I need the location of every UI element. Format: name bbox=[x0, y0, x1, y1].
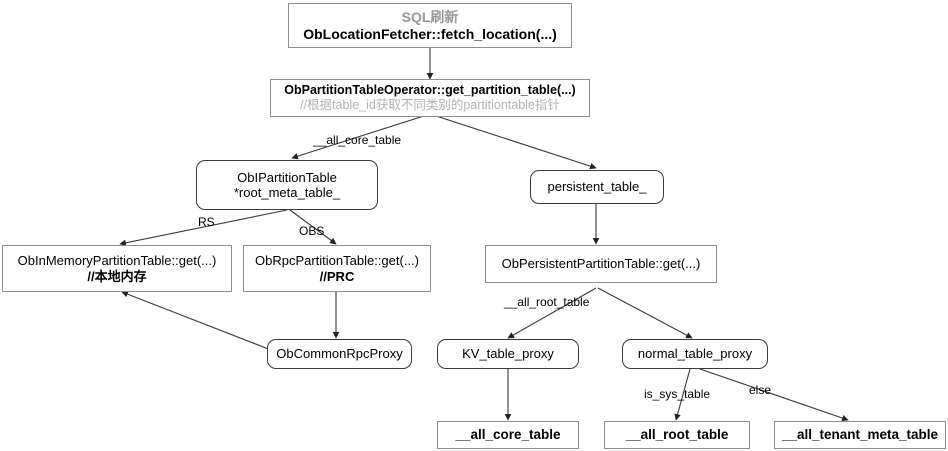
node-all-tenant-meta-table-label: __all_tenant_meta_table bbox=[781, 427, 939, 443]
node-all-root-table[interactable]: __all_root_table bbox=[604, 421, 750, 449]
edge-operator-to-persistent-table bbox=[429, 113, 597, 170]
node-all-core-table-label: __all_core_table bbox=[455, 427, 561, 443]
edge-label-rs: RS bbox=[198, 215, 215, 229]
node-oblocationfetcher[interactable]: SQL刷新 ObLocationFetcher::fetch_location(… bbox=[288, 3, 572, 48]
node-kv-table-proxy[interactable]: KV_table_proxy bbox=[437, 339, 579, 369]
node-obinmemorypartitiontable[interactable]: ObInMemoryPartitionTable::get(...) //本地内… bbox=[2, 245, 232, 292]
node-kv-table-proxy-label: KV_table_proxy bbox=[462, 346, 554, 362]
node-oblocationfetcher-title: SQL刷新 bbox=[401, 8, 459, 25]
node-obpartitiontableoperator-comment: //根据table_id获取不同类别的partitiontable指针 bbox=[300, 98, 560, 112]
node-obpersistentpartitiontable[interactable]: ObPersistentPartitionTable::get(...) bbox=[485, 245, 717, 283]
node-obpartitiontableoperator-func: ObPartitionTableOperator::get_partition_… bbox=[284, 83, 576, 98]
edge-ipartitiontable-to-rpc bbox=[289, 209, 337, 245]
node-obipartitiontable[interactable]: ObIPartitionTable *root_meta_table_ bbox=[196, 160, 378, 210]
edge-commonrpcproxy-to-inmemory bbox=[121, 291, 272, 351]
edge-label-else: else bbox=[749, 383, 772, 397]
node-obinmemorypartitiontable-comment: //本地内存 bbox=[87, 268, 147, 284]
edge-normal-proxy-to-all-tenant-meta-table bbox=[699, 368, 849, 422]
node-all-root-table-label: __all_root_table bbox=[625, 427, 729, 443]
node-obipartitiontable-line2: *root_meta_table_ bbox=[233, 185, 341, 200]
node-obipartitiontable-line1: ObIPartitionTable bbox=[237, 169, 337, 185]
node-persistent-table-label: persistent_table_ bbox=[547, 179, 647, 195]
node-obcommonrpcproxy-label: ObCommonRpcProxy bbox=[276, 346, 403, 362]
node-all-tenant-meta-table[interactable]: __all_tenant_meta_table bbox=[774, 421, 946, 449]
edge-normal-proxy-to-all-root-table bbox=[674, 368, 691, 421]
node-oblocationfetcher-func: ObLocationFetcher::fetch_location(...) bbox=[303, 25, 557, 42]
node-obrpcpartitiontable[interactable]: ObRpcPartitionTable::get(...) //PRC bbox=[243, 245, 431, 292]
edge-persistentpartitiontable-to-kv-proxy bbox=[507, 287, 597, 339]
edge-persistentpartitiontable-to-normal-proxy bbox=[597, 287, 693, 339]
node-obcommonrpcproxy[interactable]: ObCommonRpcProxy bbox=[267, 339, 412, 369]
node-obrpcpartitiontable-comment: //PRC bbox=[319, 268, 355, 284]
edge-label-is-sys-table: is_sys_table bbox=[644, 387, 711, 401]
node-obpartitiontableoperator[interactable]: ObPartitionTableOperator::get_partition_… bbox=[270, 79, 590, 117]
node-obinmemorypartitiontable-func: ObInMemoryPartitionTable::get(...) bbox=[17, 253, 217, 269]
node-all-core-table[interactable]: __all_core_table bbox=[437, 421, 579, 449]
node-normal-table-proxy-label: normal_table_proxy bbox=[637, 346, 753, 362]
node-obrpcpartitiontable-func: ObRpcPartitionTable::get(...) bbox=[254, 253, 420, 269]
edge-ipartitiontable-to-inmemory bbox=[119, 209, 288, 247]
edge-operator-to-ipartitiontable bbox=[291, 113, 431, 160]
edge-label-all-root-table: __all_root_table bbox=[504, 295, 590, 309]
edge-label-obs: OBS bbox=[299, 224, 325, 238]
node-normal-table-proxy[interactable]: normal_table_proxy bbox=[622, 339, 768, 369]
node-persistent-table[interactable]: persistent_table_ bbox=[530, 170, 664, 204]
node-obpersistentpartitiontable-func: ObPersistentPartitionTable::get(...) bbox=[501, 256, 701, 272]
edge-label-all-core-table: __all_core_table bbox=[313, 133, 402, 147]
